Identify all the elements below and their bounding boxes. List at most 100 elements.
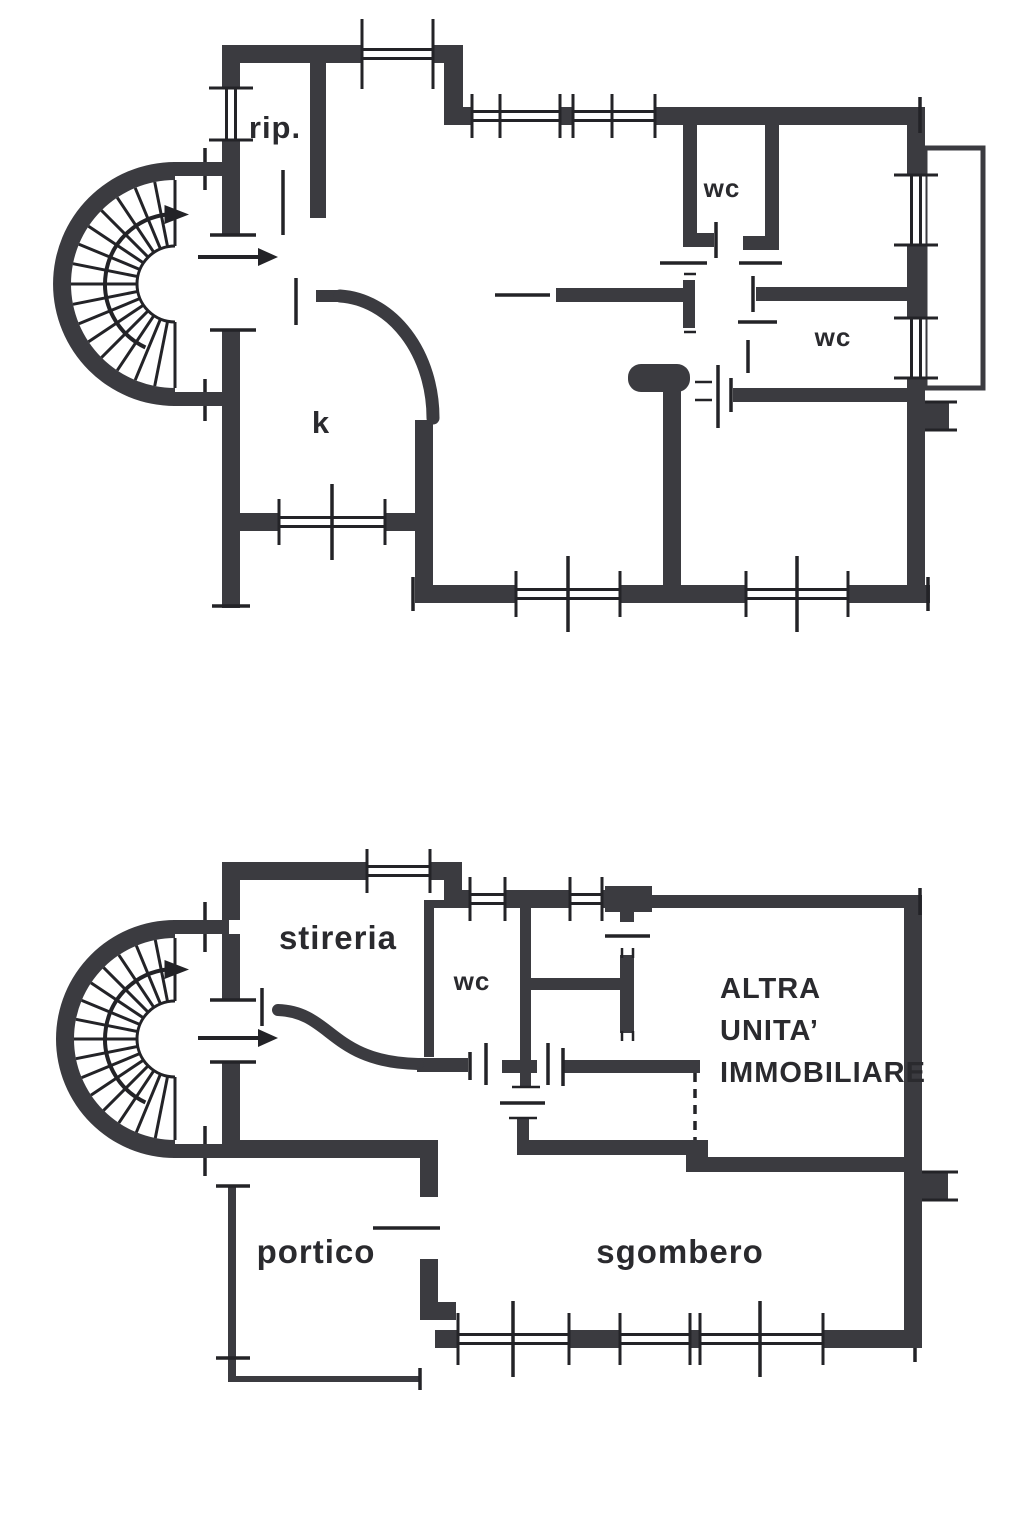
- wall-segment: [415, 420, 433, 585]
- window-gap: [570, 889, 602, 909]
- window-gap: [906, 175, 926, 245]
- wall-segment: [848, 585, 930, 603]
- stair-tread: [153, 1075, 170, 1139]
- window-gap: [367, 861, 430, 881]
- door-swing-wall: [333, 289, 440, 425]
- wall-segment: [517, 1140, 700, 1155]
- wall-segment: [420, 1302, 456, 1320]
- wall-segment: [415, 585, 516, 603]
- wall-segment: [907, 378, 925, 600]
- wall-segment: [502, 1060, 537, 1073]
- room-label-immobiliare: IMMOBILIARE: [720, 1057, 926, 1089]
- wall-segment: [683, 280, 695, 328]
- wall-segment: [417, 1058, 468, 1072]
- wall-segment: [605, 886, 652, 912]
- window-gap: [470, 889, 505, 909]
- staircase-hub: [135, 244, 176, 324]
- room-label-unita: UNITA’: [720, 1015, 819, 1047]
- room-label-portico: portico: [257, 1233, 376, 1270]
- staircase-landing-stub: [173, 392, 229, 406]
- wall-segment: [756, 287, 913, 301]
- wall-segment: [520, 978, 627, 990]
- room-label-stireria: stireria: [279, 919, 397, 956]
- wall-segment: [222, 45, 362, 63]
- wall-segment: [222, 1062, 240, 1158]
- wall-segment: [424, 900, 462, 908]
- wall-segment: [620, 955, 634, 1033]
- lower-plan-geometry: [56, 849, 958, 1390]
- stair-tread: [134, 1073, 162, 1133]
- wall-segment: [560, 107, 573, 125]
- stair-direction-arrow: [103, 212, 167, 350]
- stair-tread: [153, 320, 170, 387]
- staircase-hub: [135, 999, 176, 1079]
- room-label-sgombero: sgombero: [596, 1233, 764, 1270]
- window-gap: [620, 1329, 690, 1349]
- wall-segment: [517, 1118, 529, 1140]
- wall-segment: [420, 1259, 438, 1302]
- wall-segment: [907, 245, 925, 318]
- room-label-wc-lower: wc: [453, 966, 491, 996]
- wall-segment: [655, 107, 925, 125]
- room-label-rip: rip.: [249, 110, 301, 145]
- wall-segment: [663, 384, 681, 585]
- window-gap: [472, 106, 560, 126]
- stair-direction-arrow: [103, 967, 167, 1105]
- wall-segment: [922, 1172, 948, 1200]
- wall-segment: [620, 908, 634, 922]
- wall-segment: [420, 1158, 438, 1197]
- fixture-bar: [628, 364, 690, 392]
- staircase-outer-wall: [53, 162, 175, 406]
- wall-segment: [733, 388, 925, 402]
- room-label-wc-upper-2: wc: [814, 322, 852, 352]
- window-gap: [362, 44, 433, 64]
- balcony-outline: [922, 145, 986, 391]
- wall-segment: [683, 233, 714, 247]
- wall-segment: [700, 1157, 904, 1172]
- wall-segment: [925, 402, 949, 430]
- room-label-wc-upper-1: wc: [703, 173, 741, 203]
- wall-segment: [505, 890, 570, 908]
- room-label-k: k: [312, 405, 330, 440]
- wall-segment: [650, 895, 922, 908]
- wall-segment: [563, 1060, 700, 1073]
- window-gap: [573, 106, 655, 126]
- wall-segment: [444, 45, 463, 125]
- wall-segment: [690, 1330, 700, 1348]
- wall-segment: [222, 1140, 438, 1158]
- door-swing-wall: [272, 1004, 424, 1070]
- room-label-altra: ALTRA: [720, 973, 821, 1005]
- wall-segment: [904, 900, 922, 1348]
- wall-segment: [310, 63, 326, 218]
- wall-segment: [569, 1330, 620, 1348]
- wall-segment: [823, 1330, 904, 1348]
- wall-segment: [316, 290, 340, 302]
- staircase-landing-stub: [173, 1144, 229, 1158]
- wall-segment: [424, 903, 434, 1057]
- lower-floor-plan: stireria wc ALTRA UNITA’ IMMOBILIARE por…: [56, 849, 958, 1390]
- wall-segment: [907, 125, 925, 175]
- wall-segment: [556, 288, 685, 302]
- staircase-landing-stub: [173, 920, 229, 934]
- stair-arrow-head: [164, 205, 189, 224]
- staircase-landing-stub: [173, 162, 229, 176]
- stair-tread: [133, 318, 162, 381]
- wall-segment: [743, 236, 779, 250]
- wall-segment: [222, 140, 240, 235]
- entry-arrow-head: [258, 1029, 278, 1047]
- wall-segment: [683, 125, 697, 233]
- wall-segment: [222, 934, 240, 1000]
- wall-segment: [222, 330, 240, 608]
- wall-segment: [765, 125, 779, 236]
- upper-floor-plan: rip. wc wc k: [53, 19, 986, 632]
- wall-segment: [222, 862, 367, 880]
- upper-plan-geometry: [53, 19, 986, 632]
- wall-segment: [520, 907, 531, 1087]
- window-gap: [906, 318, 926, 378]
- staircase-outer-wall: [56, 920, 175, 1158]
- wall-segment: [620, 585, 746, 603]
- wall-segment: [444, 107, 472, 125]
- wall-segment: [228, 1376, 420, 1382]
- wall-segment: [228, 1186, 236, 1382]
